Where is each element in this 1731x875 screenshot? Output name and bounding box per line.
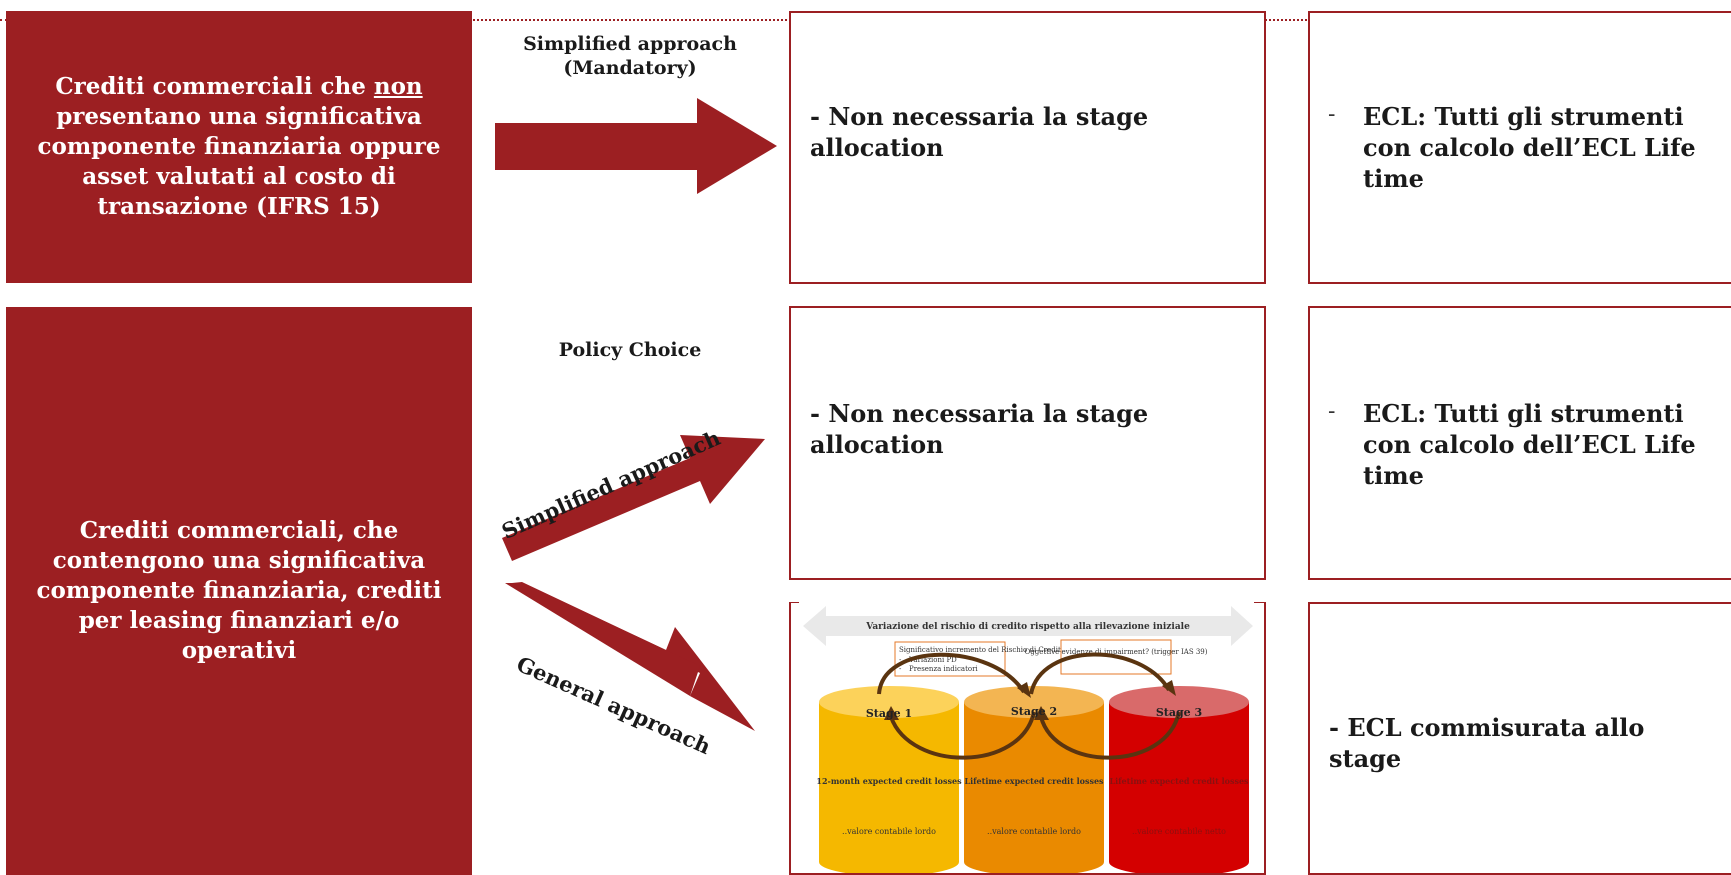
stage-1-base: ..valore contabile lordo xyxy=(842,827,936,836)
stage-1-name: Stage 1 xyxy=(866,707,912,720)
arrow-stage3-back-2 xyxy=(1039,711,1181,760)
header-text: Variazione del rischio di credito rispet… xyxy=(865,622,1190,632)
middle-box-row2: - Non necessaria la stage allocation xyxy=(789,306,1266,580)
middle-box-row1-text: - Non necessaria la stage allocation xyxy=(810,102,1149,162)
right-arrow-top xyxy=(495,98,777,194)
left-box-bottom-text: Crediti commerciali, che contengono una … xyxy=(36,517,442,664)
stage-diagram: Variazione del rischio di credito rispet… xyxy=(791,602,1264,873)
left-box-top-text: Crediti commerciali che non presentano u… xyxy=(37,73,441,220)
stage-3-name: Stage 3 xyxy=(1156,706,1202,719)
stage-2-base: ..valore contabile lordo xyxy=(987,827,1081,836)
right-box-row1-bullet: - xyxy=(1328,102,1336,127)
info-box-1-title: Significativo incremento del Rischio di … xyxy=(899,646,1069,654)
middle-box-row2-text: - Non necessaria la stage allocation xyxy=(810,399,1149,459)
right-box-row3-text: - ECL commisurata allo stage xyxy=(1329,713,1645,773)
arrow-stage2-to-3 xyxy=(1029,652,1171,695)
stage-1-loss: 12-month expected credit losses xyxy=(816,776,962,786)
svg-text:-Presenza indicatori: -Presenza indicatori xyxy=(899,665,978,673)
right-box-row2-text: ECL: Tutti gli strumenti con calcolo del… xyxy=(1363,399,1696,490)
right-box-row2: - ECL: Tutti gli strumenti con calcolo d… xyxy=(1308,306,1731,580)
underlined-non: non xyxy=(373,73,423,100)
label-policy-choice: Policy Choice xyxy=(558,339,702,361)
header-double-arrow xyxy=(803,606,1253,646)
stage-3-base: ..valore contabile netto xyxy=(1132,827,1226,836)
right-arrow-simplified xyxy=(502,435,765,561)
stage-1-cylinder xyxy=(819,686,959,873)
right-arrow-general xyxy=(512,582,755,731)
middle-box-row3-diagram: Variazione del rischio di credito rispet… xyxy=(789,602,1266,875)
info-box-2-text: Oggettive evidenze di impairment? (trigg… xyxy=(1025,648,1208,656)
right-box-row1-text: ECL: Tutti gli strumenti con calcolo del… xyxy=(1363,102,1696,193)
right-box-row2-bullet: - xyxy=(1328,399,1336,424)
right-box-row1: - ECL: Tutti gli strumenti con calcolo d… xyxy=(1308,11,1731,284)
right-box-row3: - ECL commisurata allo stage xyxy=(1308,602,1731,875)
stage-2-cylinder xyxy=(964,686,1104,873)
stage-3-loss: Lifetime expected credit losses xyxy=(1109,776,1249,786)
middle-box-row1: - Non necessaria la stage allocation xyxy=(789,11,1266,284)
arrow-stage2-back-1 xyxy=(889,711,1036,760)
arrow-stage1-to-2 xyxy=(877,652,1026,695)
left-box-bottom: Crediti commerciali, che contengono una … xyxy=(6,307,472,875)
stage-2-loss: Lifetime expected credit losses xyxy=(964,776,1104,786)
left-box-top: Crediti commerciali che non presentano u… xyxy=(6,11,472,283)
label-simplified-mandatory: Simplified approach (Mandatory) xyxy=(523,33,737,79)
svg-text:-Variazioni PD: -Variazioni PD xyxy=(899,656,957,664)
stage-3-cylinder xyxy=(1109,686,1249,873)
stage-2-name: Stage 2 xyxy=(1011,705,1057,718)
right-arrow-general-body xyxy=(505,583,700,696)
